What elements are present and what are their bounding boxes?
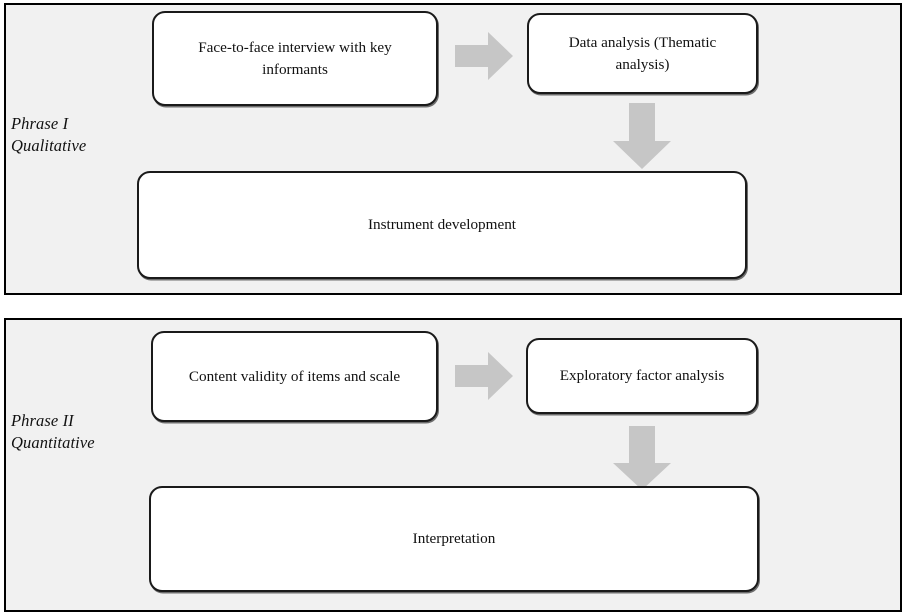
right-arrow-icon — [455, 352, 513, 400]
phase-2-caption: Phrase II Quantitative — [11, 411, 95, 453]
node-interpretation[interactable]: Interpretation — [149, 486, 759, 592]
node-data-analysis[interactable]: Data analysis (Thematic analysis) — [527, 13, 758, 94]
node-face-to-face-interview[interactable]: Face-to-face interview with key informan… — [152, 11, 438, 106]
node-content-validity[interactable]: Content validity of items and scale — [151, 331, 438, 422]
down-arrow-icon — [613, 426, 671, 490]
down-arrow-icon — [613, 103, 671, 169]
node-exploratory-factor-analysis[interactable]: Exploratory factor analysis — [526, 338, 758, 414]
phase-1-caption: Phrase I Qualitative — [11, 114, 87, 156]
right-arrow-icon — [455, 32, 513, 80]
node-instrument-development[interactable]: Instrument development — [137, 171, 747, 279]
